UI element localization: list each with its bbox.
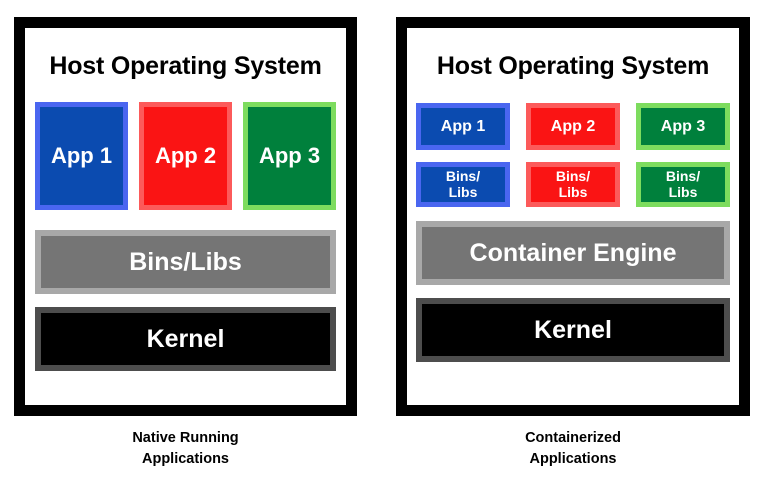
native-app-column-1: App 1	[35, 102, 128, 210]
native-app-column-3: App 3	[243, 102, 336, 210]
native-app-3-box[interactable]: App 3	[243, 102, 336, 210]
native-host-os-title: Host Operating System	[49, 52, 322, 80]
container-app-1-box[interactable]: App 1	[416, 103, 510, 150]
native-caption-line-2: Applications	[141, 451, 229, 468]
container-bins-libs-3-line-2: Libs	[668, 183, 698, 200]
container-column-2: App 2 Bins/ Libs	[526, 103, 620, 207]
container-bins-libs-2-line-1: Bins/	[555, 168, 591, 185]
container-app-3-box[interactable]: App 3	[636, 103, 730, 150]
native-app-1-box[interactable]: App 1	[35, 102, 128, 210]
container-column-3: App 3 Bins/ Libs	[636, 103, 730, 207]
container-bins-libs-2-line-2: Libs	[558, 183, 588, 200]
container-bins-libs-2-box[interactable]: Bins/ Libs	[526, 162, 620, 207]
native-app-column-2: App 2	[139, 102, 232, 210]
containerized-kernel-bar[interactable]: Kernel	[416, 298, 730, 362]
native-caption: Native Running Applications	[14, 428, 357, 470]
container-engine-bar[interactable]: Container Engine	[416, 221, 730, 285]
containerized-caption: Containerized Applications	[396, 428, 750, 470]
container-app-2-box[interactable]: App 2	[526, 103, 620, 150]
native-apps-row: App 1 App 2 App 3	[35, 102, 336, 210]
containerized-host-os-title: Host Operating System	[436, 52, 710, 80]
native-kernel-bar[interactable]: Kernel	[35, 307, 336, 371]
containerized-caption-line-1: Containerized	[525, 430, 621, 446]
containerized-caption-line-2: Applications	[529, 451, 617, 468]
container-bins-libs-1-line-2: Libs	[448, 183, 478, 200]
container-bins-libs-1-line-1: Bins/	[445, 168, 481, 185]
containerized-stack-panel: Host Operating System App 1 Bins/ Libs A…	[396, 17, 750, 416]
native-app-2-box[interactable]: App 2	[139, 102, 232, 210]
container-bins-libs-3-line-1: Bins/	[665, 168, 701, 185]
container-column-1: App 1 Bins/ Libs	[416, 103, 510, 207]
native-stack-panel: Host Operating System App 1 App 2 App 3 …	[14, 17, 357, 416]
containerized-stack-inner: Host Operating System App 1 Bins/ Libs A…	[407, 28, 739, 405]
native-caption-line-1: Native Running	[132, 430, 239, 446]
native-bins-libs-bar[interactable]: Bins/Libs	[35, 230, 336, 294]
container-bins-libs-1-box[interactable]: Bins/ Libs	[416, 162, 510, 207]
native-stack-inner: Host Operating System App 1 App 2 App 3 …	[25, 28, 346, 405]
containerized-apps-row: App 1 Bins/ Libs App 2 Bins/ Libs	[416, 103, 730, 207]
container-bins-libs-3-box[interactable]: Bins/ Libs	[636, 162, 730, 207]
